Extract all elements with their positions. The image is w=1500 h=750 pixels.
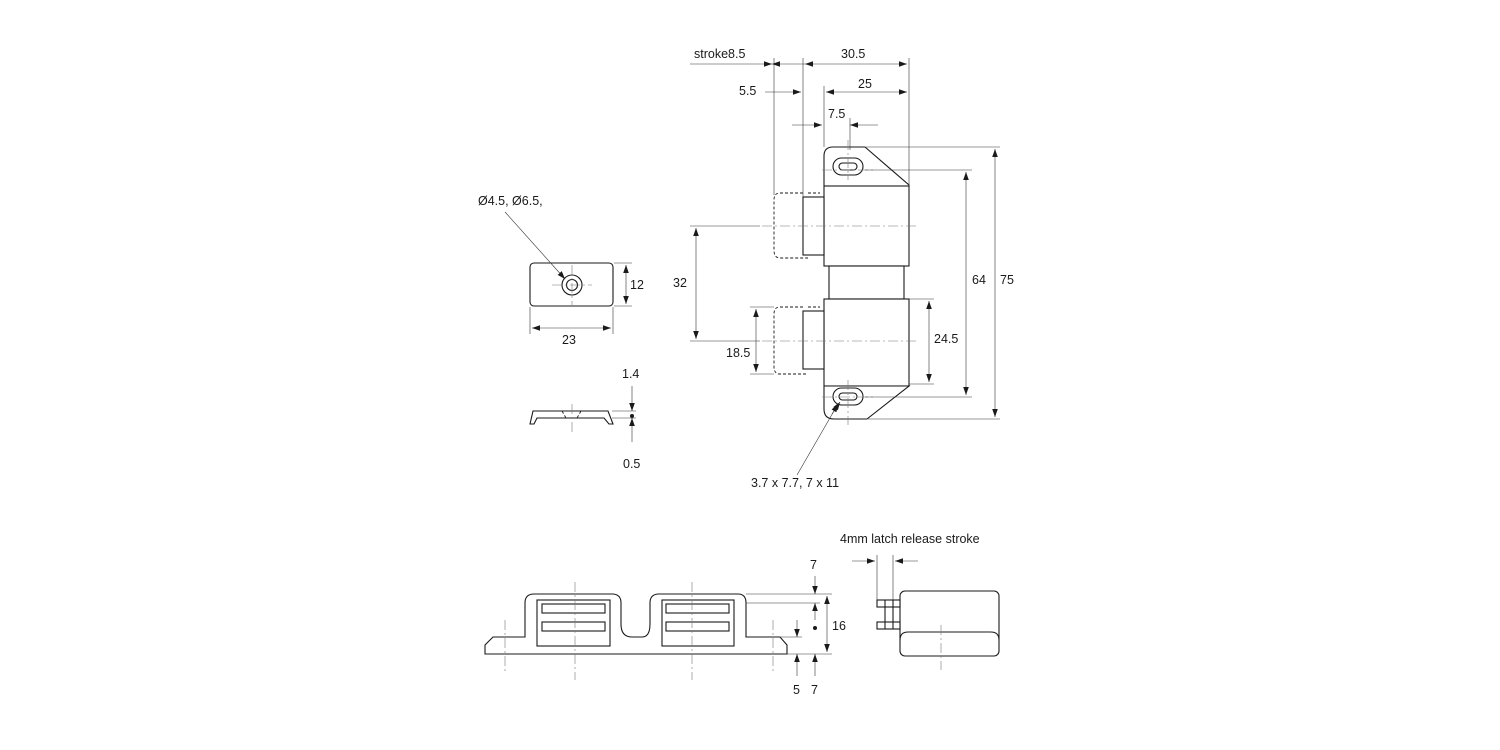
side-bottom-7-label: 7 [811, 683, 818, 697]
side-bottom-5-label: 5 [793, 683, 800, 697]
slot-size-label: 3.7 x 7.7, 7 x 11 [751, 476, 839, 490]
strike-plate-top-view: Ø4.5, Ø6.5, 12 23 [478, 194, 644, 347]
latch-bottom-view: 7 16 5 7 [484, 558, 846, 697]
height-64-label: 64 [972, 273, 986, 287]
plate-height-label: 12 [630, 278, 644, 292]
width-inner-label: 7.5 [828, 107, 845, 121]
width-body-label: 25 [858, 77, 872, 91]
plate-thickness-top-label: 1.4 [622, 367, 639, 381]
width-total-label: 30.5 [841, 47, 865, 61]
plate-width-label: 23 [562, 333, 576, 347]
plate-thickness-bottom-label: 0.5 [623, 457, 640, 471]
side-top-7-label: 7 [810, 558, 817, 572]
offset-small-label: 5.5 [739, 84, 756, 98]
spacing-32-label: 32 [673, 276, 687, 290]
stroke-label: stroke8.5 [694, 47, 745, 61]
height-18-5-label: 18.5 [726, 346, 750, 360]
side-height-16-label: 16 [832, 619, 846, 633]
strike-plate-side-view: 1.4 0.5 [529, 367, 640, 471]
latch-front-view: stroke8.5 30.5 5.5 25 7.5 32 18.5 24.5 6… [673, 47, 1014, 490]
latch-end-view: 4mm latch release stroke [840, 532, 1000, 670]
height-24-5-label: 24.5 [934, 332, 958, 346]
hole-diameter-label: Ø4.5, Ø6.5, [478, 194, 543, 208]
height-75-label: 75 [1000, 273, 1014, 287]
latch-release-label: 4mm latch release stroke [840, 532, 980, 546]
